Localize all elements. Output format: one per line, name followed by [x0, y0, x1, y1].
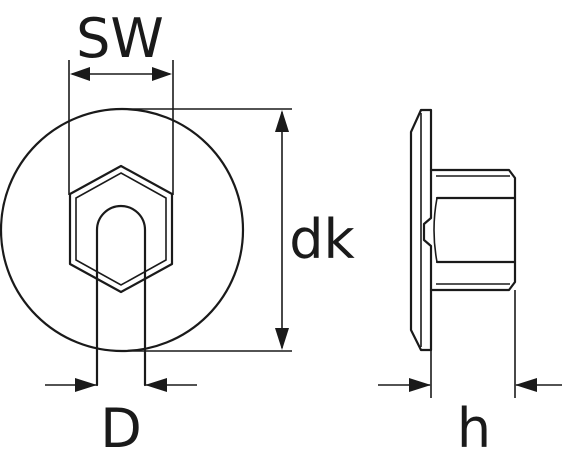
hex-body-outline: [429, 168, 517, 292]
label-h: h: [457, 397, 491, 460]
dk-arrow-top: [275, 110, 289, 132]
hex-chamfer-outline: [75, 172, 167, 286]
label-dk: dk: [289, 208, 355, 271]
flange-outer-circle: [0, 107, 245, 353]
d-arrow-right: [145, 378, 167, 392]
d-arrow-left: [75, 378, 97, 392]
label-d: D: [100, 397, 142, 460]
hex-outline: [68, 164, 174, 294]
label-sw: SW: [76, 7, 164, 70]
h-arrow-right: [515, 378, 537, 392]
side-view: [378, 108, 562, 398]
front-view: [0, 60, 292, 392]
sw-arrow-right: [152, 67, 172, 81]
dk-arrow-bottom: [275, 328, 289, 350]
sw-arrow-left: [70, 67, 90, 81]
bore-outline: [95, 204, 147, 387]
h-arrow-left: [409, 378, 431, 392]
hex-neck-curve: [433, 197, 438, 263]
